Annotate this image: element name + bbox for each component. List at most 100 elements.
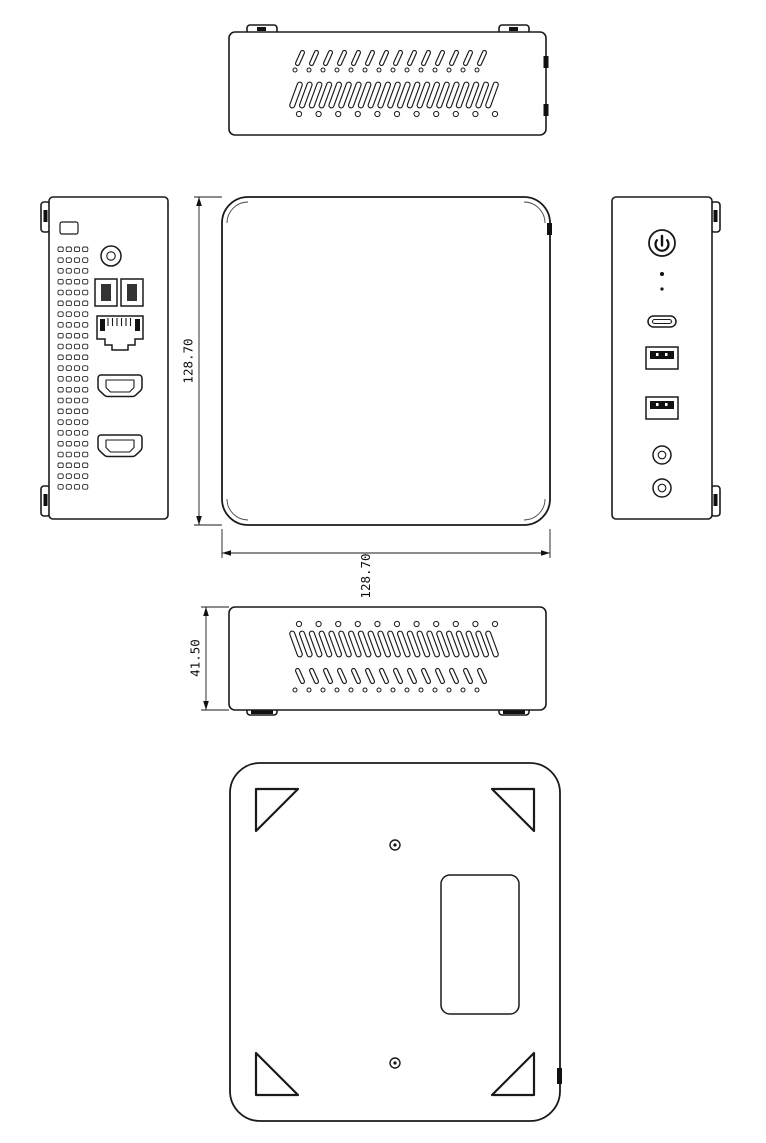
corner-foot-top-left xyxy=(254,787,300,833)
vent-hole xyxy=(82,343,89,350)
vent-hole xyxy=(57,289,64,296)
vent-hole xyxy=(65,343,72,350)
vent-hole xyxy=(57,451,64,458)
vent-dot xyxy=(433,110,440,118)
vent-slot xyxy=(462,667,474,685)
vent-hole xyxy=(73,408,81,415)
vent-pattern-dots xyxy=(292,687,480,693)
vent-dot xyxy=(460,67,466,73)
vent-slot xyxy=(392,667,404,685)
vent-dot xyxy=(418,687,424,693)
vent-dot xyxy=(452,620,459,628)
vent-slot xyxy=(367,81,382,109)
vent-hole xyxy=(57,322,64,328)
tab-mark xyxy=(509,27,518,31)
vent-slot xyxy=(364,667,376,685)
foot-pad xyxy=(251,710,273,714)
vent-hole xyxy=(65,365,72,371)
vent-slot xyxy=(416,630,431,658)
dimension-front-width: 128.70 xyxy=(221,529,551,599)
vent-hole xyxy=(82,440,89,447)
bottom-panel-view xyxy=(229,762,562,1122)
vent-hole xyxy=(65,440,72,447)
vent-slot xyxy=(378,49,390,67)
vent-slot xyxy=(308,630,323,658)
vent-hole xyxy=(65,332,72,339)
vent-hole xyxy=(82,365,89,371)
vent-hole xyxy=(82,289,89,296)
vent-hole xyxy=(82,430,89,436)
vent-hole xyxy=(57,419,64,425)
corner-arc xyxy=(523,498,546,521)
vent-dot xyxy=(474,67,480,73)
vent-slot xyxy=(298,630,313,658)
vent-dot xyxy=(320,67,326,73)
vent-dot xyxy=(295,620,303,628)
vent-hole xyxy=(73,322,81,328)
vent-pattern-slots xyxy=(289,81,499,109)
vent-hole xyxy=(82,386,89,393)
vent-hole xyxy=(73,257,81,263)
vent-slot xyxy=(367,630,382,658)
arrowhead xyxy=(541,550,550,556)
arrowhead xyxy=(196,197,202,206)
vent-dot xyxy=(393,110,401,118)
vent-hole xyxy=(65,354,72,361)
vent-hole xyxy=(65,322,72,328)
vent-slot xyxy=(336,667,348,685)
mic-hole xyxy=(660,287,664,291)
corner-arc xyxy=(226,201,249,224)
vent-dot xyxy=(472,110,479,118)
vent-hole xyxy=(73,354,81,361)
vent-slot xyxy=(455,630,470,658)
vent-hole xyxy=(73,484,81,490)
vent-hole xyxy=(65,451,72,458)
dim-label-front-width: 128.70 xyxy=(358,553,373,598)
vent-dot xyxy=(335,110,342,118)
vent-dot xyxy=(432,687,438,693)
vent-dot xyxy=(390,687,396,693)
vent-slot xyxy=(396,630,411,658)
tab-mark xyxy=(43,210,48,222)
access-panel xyxy=(440,874,520,1015)
edge-notch xyxy=(547,223,552,235)
vent-hole xyxy=(73,268,81,274)
vent-hole xyxy=(82,484,89,490)
vent-dot xyxy=(334,67,340,73)
vent-hole xyxy=(73,462,81,469)
vent-hole xyxy=(73,343,81,350)
corner-arc xyxy=(226,498,249,521)
tab-mark xyxy=(43,494,48,506)
usb-c-port xyxy=(647,315,677,328)
vent-slot xyxy=(434,49,446,67)
edge-notch xyxy=(557,1068,562,1084)
top-view-body xyxy=(228,31,547,136)
vent-hole xyxy=(82,300,89,307)
vent-hole xyxy=(73,365,81,371)
vent-slot xyxy=(318,81,333,109)
right-side-view xyxy=(611,196,721,520)
screw-hole-top xyxy=(389,839,401,851)
corner-foot-bottom-right xyxy=(490,1051,536,1097)
vent-dot xyxy=(413,110,420,118)
hdmi-port-2 xyxy=(97,434,143,458)
vent-hole xyxy=(65,473,72,479)
left-view-body xyxy=(48,196,169,520)
foot-pad xyxy=(503,710,525,714)
vent-dot xyxy=(433,620,440,628)
vent-slot xyxy=(396,81,411,109)
vent-dot xyxy=(393,620,401,628)
vent-dot xyxy=(432,67,438,73)
usb-port-side-2 xyxy=(120,278,144,307)
vent-slot xyxy=(445,81,460,109)
vent-hole xyxy=(57,397,64,404)
vent-hole xyxy=(57,257,64,263)
vent-dot xyxy=(404,67,410,73)
usb-tongue xyxy=(101,284,111,301)
vent-hole xyxy=(57,430,64,436)
edge-notch xyxy=(543,56,549,68)
vent-dot xyxy=(452,110,459,118)
vent-slot xyxy=(298,81,313,109)
vent-slot xyxy=(328,81,343,109)
